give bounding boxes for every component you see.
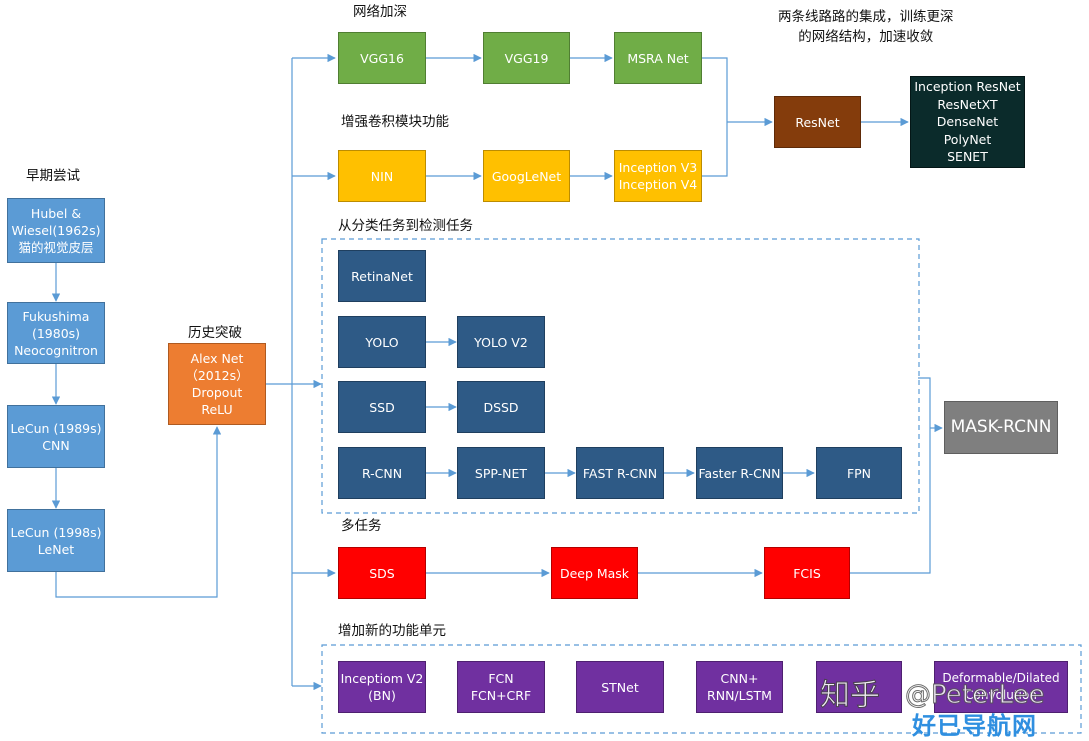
node-lecun89: LeCun (1989s) CNN	[7, 405, 105, 468]
node-vgg16: VGG16	[338, 32, 426, 84]
label-conv-module: 增强卷积模块功能	[341, 114, 449, 130]
label-merge-note: 两条线路路的集成，训练更深 的网络结构，加速收敛	[778, 9, 954, 45]
node-msra: MSRA Net	[614, 32, 702, 84]
node-resnet-family: Inception ResNet ResNetXT DenseNet PolyN…	[910, 76, 1025, 168]
node-fcn: FCN FCN+CRF	[457, 661, 545, 713]
line-detection-mask	[850, 377, 931, 574]
node-sds: SDS	[338, 547, 426, 599]
node-vgg19: VGG19	[483, 32, 570, 84]
node-hidden-purple	[816, 661, 902, 713]
node-ssd: SSD	[338, 381, 426, 433]
node-nin: NIN	[338, 150, 426, 202]
node-inception-v3v4: Inception V3 Inception V4	[614, 150, 702, 202]
node-sppnet: SPP-NET	[457, 447, 545, 499]
node-yolov2: YOLO V2	[457, 316, 545, 368]
label-early: 早期尝试	[26, 168, 80, 184]
label-breakthrough: 历史突破	[188, 325, 242, 341]
node-resnet: ResNet	[774, 96, 861, 148]
node-rcnn: R-CNN	[338, 447, 426, 499]
node-stnet: STNet	[576, 661, 664, 713]
node-fukushima: Fukushima (1980s) Neocognitron	[7, 302, 105, 364]
node-googlenet: GoogLeNet	[483, 150, 570, 202]
node-alexnet: Alex Net （2012s） Dropout ReLU	[168, 343, 266, 425]
newunits-group-box	[321, 644, 1082, 734]
zhihu-watermark: 知乎	[820, 678, 881, 714]
node-hubel: Hubel & Wiesel(1962s) 猫的视觉皮层	[7, 198, 105, 263]
arrow-lecun98-alexnet	[55, 426, 222, 598]
node-lecun98: LeCun (1998s) LeNet	[7, 509, 105, 572]
label-detection: 从分类任务到检测任务	[338, 218, 473, 234]
node-dssd: DSSD	[457, 381, 545, 433]
detection-group-box	[321, 238, 920, 514]
node-fcis: FCIS	[764, 547, 850, 599]
node-retinanet: RetinaNet	[338, 250, 426, 302]
label-deeper: 网络加深	[353, 4, 407, 20]
node-yolo: YOLO	[338, 316, 426, 368]
label-multitask: 多任务	[341, 518, 382, 534]
node-mask-rcnn: MASK-RCNN	[944, 401, 1058, 454]
author-watermark: @PeterLee	[905, 680, 1046, 711]
node-faster-rcnn: Faster R-CNN	[696, 447, 783, 499]
label-new-units: 增加新的功能单元	[338, 623, 446, 639]
node-inception-v2: Inceptiom V2 (BN)	[338, 661, 426, 713]
line-msra-merge	[702, 57, 728, 177]
node-fpn: FPN	[816, 447, 902, 499]
site-watermark: 好已导航网	[912, 712, 1037, 740]
node-cnn-rnn: CNN+ RNN/LSTM	[696, 661, 783, 713]
node-deformable: Deformable/Dilated Convolution	[934, 661, 1068, 713]
node-fast-rcnn: FAST R-CNN	[576, 447, 664, 499]
node-deepmask: Deep Mask	[551, 547, 638, 599]
